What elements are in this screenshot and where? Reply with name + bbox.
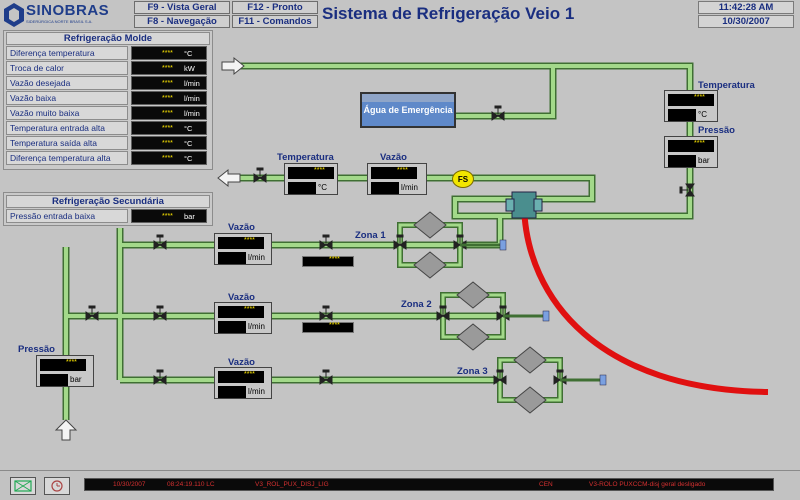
comandos-button[interactable]: F11 - Comandos <box>232 15 318 28</box>
right-pressure-display[interactable]: **** bar <box>664 136 718 168</box>
emergency-water-tank[interactable]: Água de Emergência <box>360 92 456 128</box>
right-pressure-label: Pressão <box>698 125 735 136</box>
tank-label: Água de Emergência <box>363 105 453 115</box>
navegacao-button[interactable]: F8 - Navegação <box>134 15 230 28</box>
spray-nozzle-zona-2-icon <box>542 310 550 322</box>
acknowledge-icon[interactable] <box>10 477 36 495</box>
zona-1-label: Zona 1 <box>355 230 386 241</box>
main-pressure-label: Pressão <box>18 344 55 355</box>
alarm-label-diferenca-temperatura-alta: Diferença temperatura alta <box>6 151 128 165</box>
flow-switch-indicator[interactable]: FS <box>452 170 474 188</box>
alarm-state: CEN <box>539 481 553 488</box>
piping-diagram <box>54 56 769 441</box>
pronto-button[interactable]: F12 - Pronto <box>232 1 318 14</box>
right-temperature-label: Temperatura <box>698 80 755 91</box>
alarm-label-pressao-entrada-baixa: Pressão entrada baixa <box>6 209 128 223</box>
main-pressure-display[interactable]: **** bar <box>36 355 94 387</box>
alarm-date: 10/30/2007 <box>113 481 146 488</box>
zona-3-flow-display[interactable]: **** l/min <box>214 367 272 399</box>
alarm-label-temperatura-saida-alta: Temperatura saída alta <box>6 136 128 150</box>
zona-1-setpoint[interactable]: **** <box>302 256 354 267</box>
zona-3-flow-label: Vazão <box>228 357 255 368</box>
heat-exchanger-icon <box>505 191 543 219</box>
spray-nozzle-zona-1-icon <box>499 239 507 251</box>
page-title: Sistema de Refrigeração Veio 1 <box>322 4 575 23</box>
zona-1-flow-label: Vazão <box>228 222 255 233</box>
alarm-bell-icon[interactable] <box>44 477 70 495</box>
zona-2-flow-label: Vazão <box>228 292 255 303</box>
zona-2-setpoint[interactable]: **** <box>302 322 354 333</box>
alarm-label-vazao-muito-baixa: Vazão muito baixa <box>6 106 128 120</box>
mid-temperature-display[interactable]: **** °C <box>284 163 338 195</box>
zona-2-flow-display[interactable]: **** l/min <box>214 302 272 334</box>
alarm-label-diferenca-temperatura: Diferença temperatura <box>6 46 128 60</box>
alarm-tag: V3_ROL_PUX_DISJ_LIG <box>255 481 329 488</box>
brand-name: SINOBRAS <box>26 2 110 19</box>
alarm-value-vazao-desejada: ****l/min <box>131 76 207 90</box>
mid-flow-display[interactable]: **** l/min <box>367 163 427 195</box>
mid-temperature-label: Temperatura <box>277 152 334 163</box>
alarm-value-diferenca-temperatura-alta: ****°C <box>131 151 207 165</box>
alarm-label-temperatura-entrada-alta: Temperatura entrada alta <box>6 121 128 135</box>
alarm-value-troca-de-calor: ****kW <box>131 61 207 75</box>
alarm-value-diferenca-temperatura: ****°C <box>131 46 207 60</box>
clock-time: 11:42:28 AM <box>698 1 794 14</box>
mid-flow-label: Vazão <box>380 152 407 163</box>
zona-1-flow-display[interactable]: **** l/min <box>214 233 272 265</box>
status-bar: 10/30/2007 08:24:19.110 LC V3_ROL_PUX_DI… <box>0 470 800 500</box>
alarm-label-vazao-desejada: Vazão desejada <box>6 76 128 90</box>
inlet-arrow-icon <box>221 56 245 76</box>
logo-icon <box>4 3 24 27</box>
alarm-label-vazao-baixa: Vazão baixa <box>6 91 128 105</box>
alarm-value-pressao-entrada-baixa: ****bar <box>131 209 207 223</box>
alarm-value-temperatura-entrada-alta: ****°C <box>131 121 207 135</box>
alarm-value-temperatura-saida-alta: ****°C <box>131 136 207 150</box>
outlet-arrow-icon <box>217 168 241 188</box>
alarm-value-vazao-baixa: ****l/min <box>131 91 207 105</box>
zona-2-label: Zona 2 <box>401 299 432 310</box>
alarm-label-troca-de-calor: Troca de calor <box>6 61 128 75</box>
inlet-up-arrow-icon <box>54 419 78 441</box>
vista-geral-button[interactable]: F9 - Vista Geral <box>134 1 230 14</box>
alarm-value-vazao-muito-baixa: ****l/min <box>131 106 207 120</box>
alarm-time: 08:24:19.110 LC <box>167 481 215 488</box>
clock-date: 10/30/2007 <box>698 15 794 28</box>
mold-panel-title: Refrigeração Molde <box>6 32 210 45</box>
alarm-message-line[interactable]: 10/30/2007 08:24:19.110 LC V3_ROL_PUX_DI… <box>84 478 774 491</box>
brand-subtitle: SIDERÚRGICA NORTE BRASIL S.A. <box>26 19 93 24</box>
right-temperature-display[interactable]: **** °C <box>664 90 718 122</box>
zona-3-label: Zona 3 <box>457 366 488 377</box>
spray-nozzle-zona-3-icon <box>599 374 607 386</box>
sinobras-logo: SINOBRAS SIDERÚRGICA NORTE BRASIL S.A. <box>4 2 130 28</box>
secondary-panel-title: Refrigeração Secundária <box>6 195 210 208</box>
alarm-message: V3-ROLO PUXCCM-disj geral desligado <box>589 481 706 488</box>
